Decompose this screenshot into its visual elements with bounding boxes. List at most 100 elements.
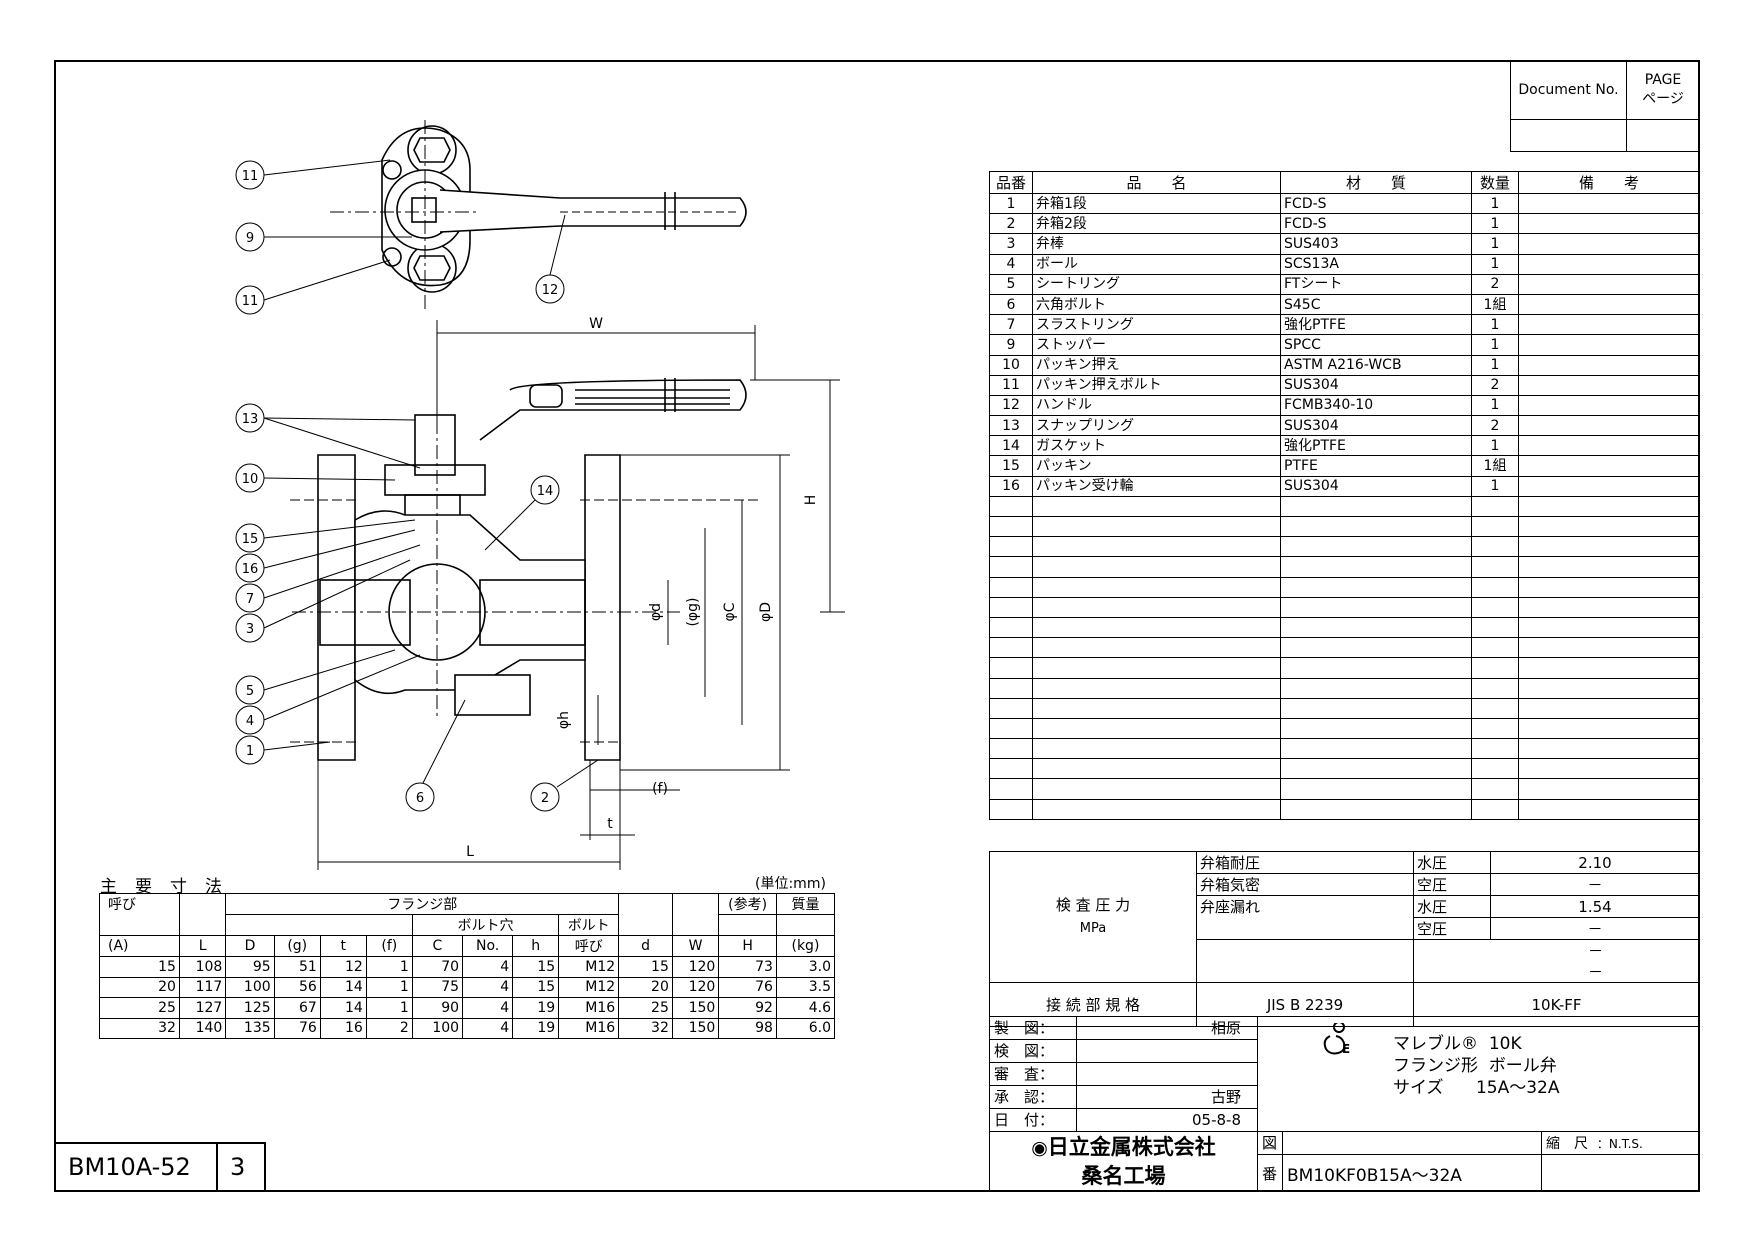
parts-cell-qty: 1 <box>1471 233 1519 255</box>
dimensions-unit: (単位:mm) <box>755 876 826 892</box>
inspection-table: 検 査 圧 力 MPa 弁箱耐圧 水圧 2.10 弁箱気密 空圧 － 弁座漏れ … <box>989 851 1700 1027</box>
parts-cell-empty <box>1032 798 1281 820</box>
parts-cell-remarks <box>1518 293 1700 316</box>
val6: － <box>1587 963 1603 981</box>
company-cell: ◉日立金属株式会社 桑名工場 <box>989 1130 1258 1193</box>
dimension-cell: 76 <box>718 976 777 998</box>
dh-C: C <box>411 935 464 957</box>
dimension-cell: 150 <box>671 997 720 1019</box>
dimension-cell: 2 <box>365 1017 413 1039</box>
dimension-cell: 127 <box>178 997 227 1019</box>
parts-cell-material: SUS304 <box>1280 415 1472 437</box>
header-name: 品 名 <box>1032 171 1281 194</box>
dimension-cell: 4 <box>462 997 514 1019</box>
dimension-cell: 100 <box>411 1017 464 1039</box>
dh-g: (g) <box>273 935 321 957</box>
parts-row-empty <box>989 738 1700 760</box>
checked-value <box>1076 1038 1258 1063</box>
parts-cell-qty: 1 <box>1471 354 1519 376</box>
parts-cell-empty <box>1280 717 1472 740</box>
callouts <box>235 159 599 812</box>
top-view <box>330 120 747 310</box>
dimension-cell: 73 <box>718 956 777 978</box>
parts-cell-empty <box>1471 798 1519 820</box>
dh-blank6 <box>775 914 836 936</box>
parts-cell-name: ガスケット <box>1032 435 1281 457</box>
parts-cell-empty <box>1032 616 1281 639</box>
dimension-cell: 135 <box>225 1017 275 1039</box>
parts-cell-empty <box>1032 596 1281 618</box>
dh-ref: (参考) <box>718 893 777 915</box>
seat-leak: 弁座漏れ <box>1196 895 1414 940</box>
dh-No: No. <box>462 935 514 957</box>
parts-row-empty <box>989 717 1700 740</box>
callout-label: 14 <box>537 484 554 499</box>
parts-row-empty <box>989 697 1700 719</box>
parts-cell-empty <box>1471 536 1519 558</box>
parts-cell-empty <box>1518 717 1700 740</box>
blank-scale <box>1541 1154 1700 1192</box>
parts-cell-empty <box>1471 576 1519 598</box>
parts-cell-material: ASTM A216-WCB <box>1280 354 1472 376</box>
parts-cell-empty <box>1280 556 1472 578</box>
parts-cell-material: FCD-S <box>1280 213 1472 235</box>
val3: 1.54 <box>1490 895 1700 918</box>
reviewed-label: 審 査： <box>989 1061 1077 1086</box>
approved-value: 古野 <box>1076 1084 1258 1109</box>
parts-cell-name: シートリング <box>1032 273 1281 295</box>
blank-a <box>1196 939 1414 983</box>
parts-cell-material: PTFE <box>1280 455 1472 477</box>
parts-cell-remarks <box>1518 415 1700 437</box>
parts-row-empty <box>989 616 1700 639</box>
dim-phiC: φC <box>722 602 738 621</box>
dh-mass-unit: (kg) <box>775 935 836 957</box>
callout-label: 13 <box>242 412 259 427</box>
dimension-cell: 6.0 <box>775 1017 836 1039</box>
company-mark-icon: ◉ <box>1031 1136 1048 1159</box>
sheet-id-box: BM10A-52 3 <box>54 1142 266 1192</box>
parts-cell-empty <box>1471 515 1519 538</box>
callout-label: 7 <box>246 592 254 607</box>
val5: － <box>1587 942 1603 960</box>
parts-cell-qty: 2 <box>1471 415 1519 437</box>
parts-cell-qty: 2 <box>1471 374 1519 396</box>
dh-flange: フランジ部 <box>225 893 620 915</box>
parts-cell-empty <box>1032 637 1281 659</box>
parts-cell-empty <box>1471 637 1519 659</box>
parts-cell-material: SPCC <box>1280 334 1472 356</box>
parts-cell-empty <box>1032 657 1281 679</box>
parts-cell-remarks <box>1518 435 1700 457</box>
parts-cell-empty <box>1032 758 1281 780</box>
val1: 2.10 <box>1490 851 1700 874</box>
parts-cell-remarks <box>1518 253 1700 275</box>
parts-row-empty <box>989 495 1700 518</box>
parts-cell-remarks <box>1518 273 1700 295</box>
dimension-cell: 140 <box>178 1017 227 1039</box>
parts-cell-empty <box>1518 758 1700 780</box>
callout-label: 5 <box>246 684 254 699</box>
parts-cell-empty <box>1471 616 1519 639</box>
dimension-cell: 1 <box>365 956 413 978</box>
parts-row-empty <box>989 596 1700 618</box>
dimension-cell: 1 <box>365 997 413 1019</box>
parts-row-empty <box>989 556 1700 578</box>
parts-cell-empty <box>1280 677 1472 699</box>
dimension-cell: M16 <box>558 997 620 1019</box>
parts-cell-empty <box>1471 556 1519 578</box>
dimension-cell: 1 <box>365 976 413 998</box>
parts-cell-empty <box>1518 515 1700 538</box>
parts-cell-empty <box>1280 536 1472 558</box>
parts-row-empty <box>989 576 1700 598</box>
parts-row-empty <box>989 758 1700 780</box>
scale-label: 縮 尺 <box>1546 1135 1588 1152</box>
dimension-cell: 51 <box>273 956 321 978</box>
parts-cell-empty <box>1032 677 1281 699</box>
parts-cell-empty <box>1471 677 1519 699</box>
parts-cell-remarks <box>1518 475 1700 497</box>
parts-cell-empty <box>1280 697 1472 719</box>
